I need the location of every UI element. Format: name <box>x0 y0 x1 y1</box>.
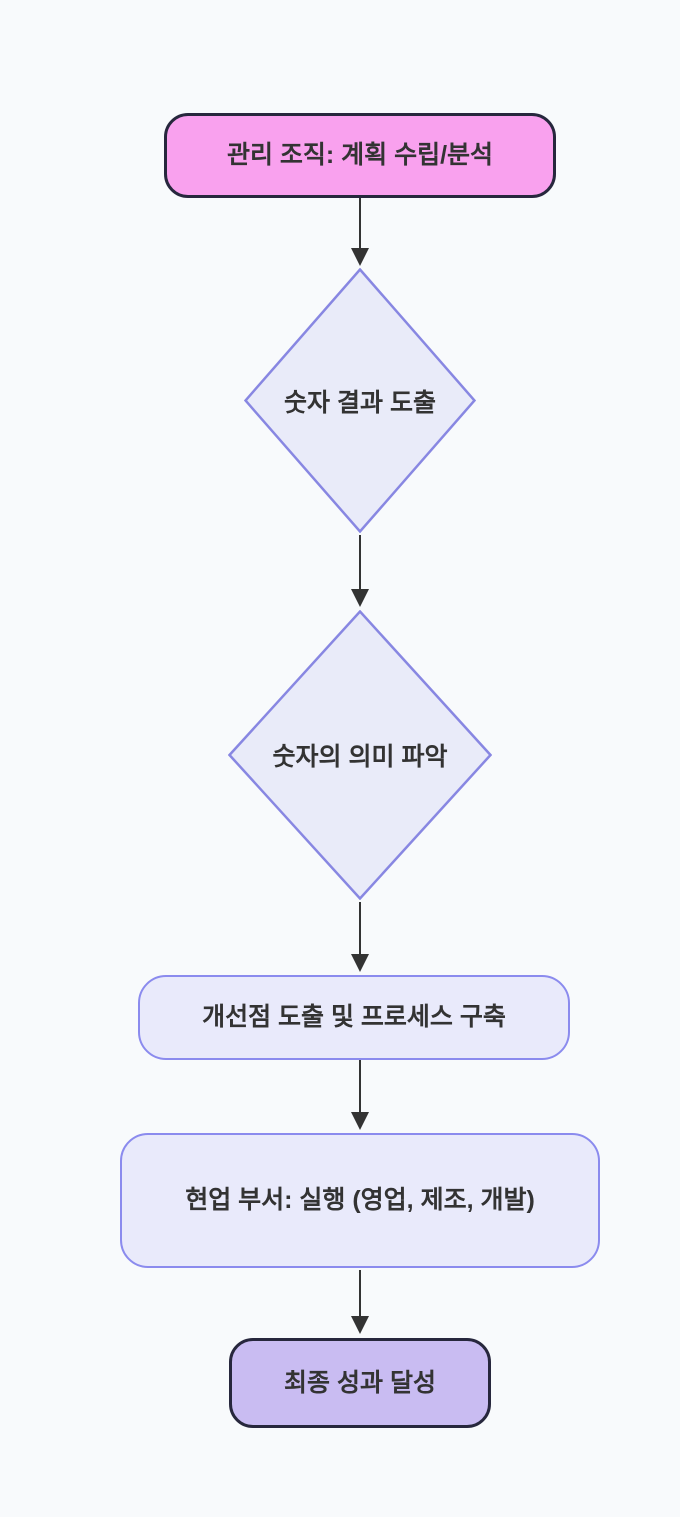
flow-arrow-decision2-to-process1 <box>350 902 370 972</box>
decision-numeric-results: 숫자 결과 도출 <box>244 268 476 533</box>
node-improvement-process: 개선점 도출 및 프로세스 구축 <box>138 975 570 1060</box>
arrow-head-icon <box>351 1316 369 1334</box>
arrow-head-icon <box>351 1112 369 1130</box>
decision-meaning-of-numbers: 숫자의 의미 파악 <box>228 610 492 900</box>
arrow-line <box>359 1060 361 1118</box>
arrow-line <box>359 535 361 595</box>
arrow-line <box>359 902 361 960</box>
flow-arrow-decision1-to-decision2 <box>350 535 370 607</box>
diamond-shape <box>228 610 492 900</box>
arrow-head-icon <box>351 954 369 972</box>
diamond-shape <box>244 268 476 533</box>
arrow-line <box>359 1270 361 1322</box>
arrow-head-icon <box>351 248 369 266</box>
arrow-head-icon <box>351 589 369 607</box>
flow-arrow-process1-to-process2 <box>350 1060 370 1130</box>
node-final-achievement: 최종 성과 달성 <box>229 1338 491 1428</box>
arrow-line <box>359 198 361 254</box>
flow-arrow-start-to-decision1 <box>350 198 370 266</box>
decision-label: 숫자 결과 도출 <box>284 388 436 417</box>
flow-arrow-process2-to-end <box>350 1270 370 1334</box>
node-execution-departments: 현업 부서: 실행 (영업, 제조, 개발) <box>120 1133 600 1268</box>
decision-label: 숫자의 의미 파악 <box>272 743 448 771</box>
node-management-plan: 관리 조직: 계획 수립/분석 <box>164 113 556 198</box>
